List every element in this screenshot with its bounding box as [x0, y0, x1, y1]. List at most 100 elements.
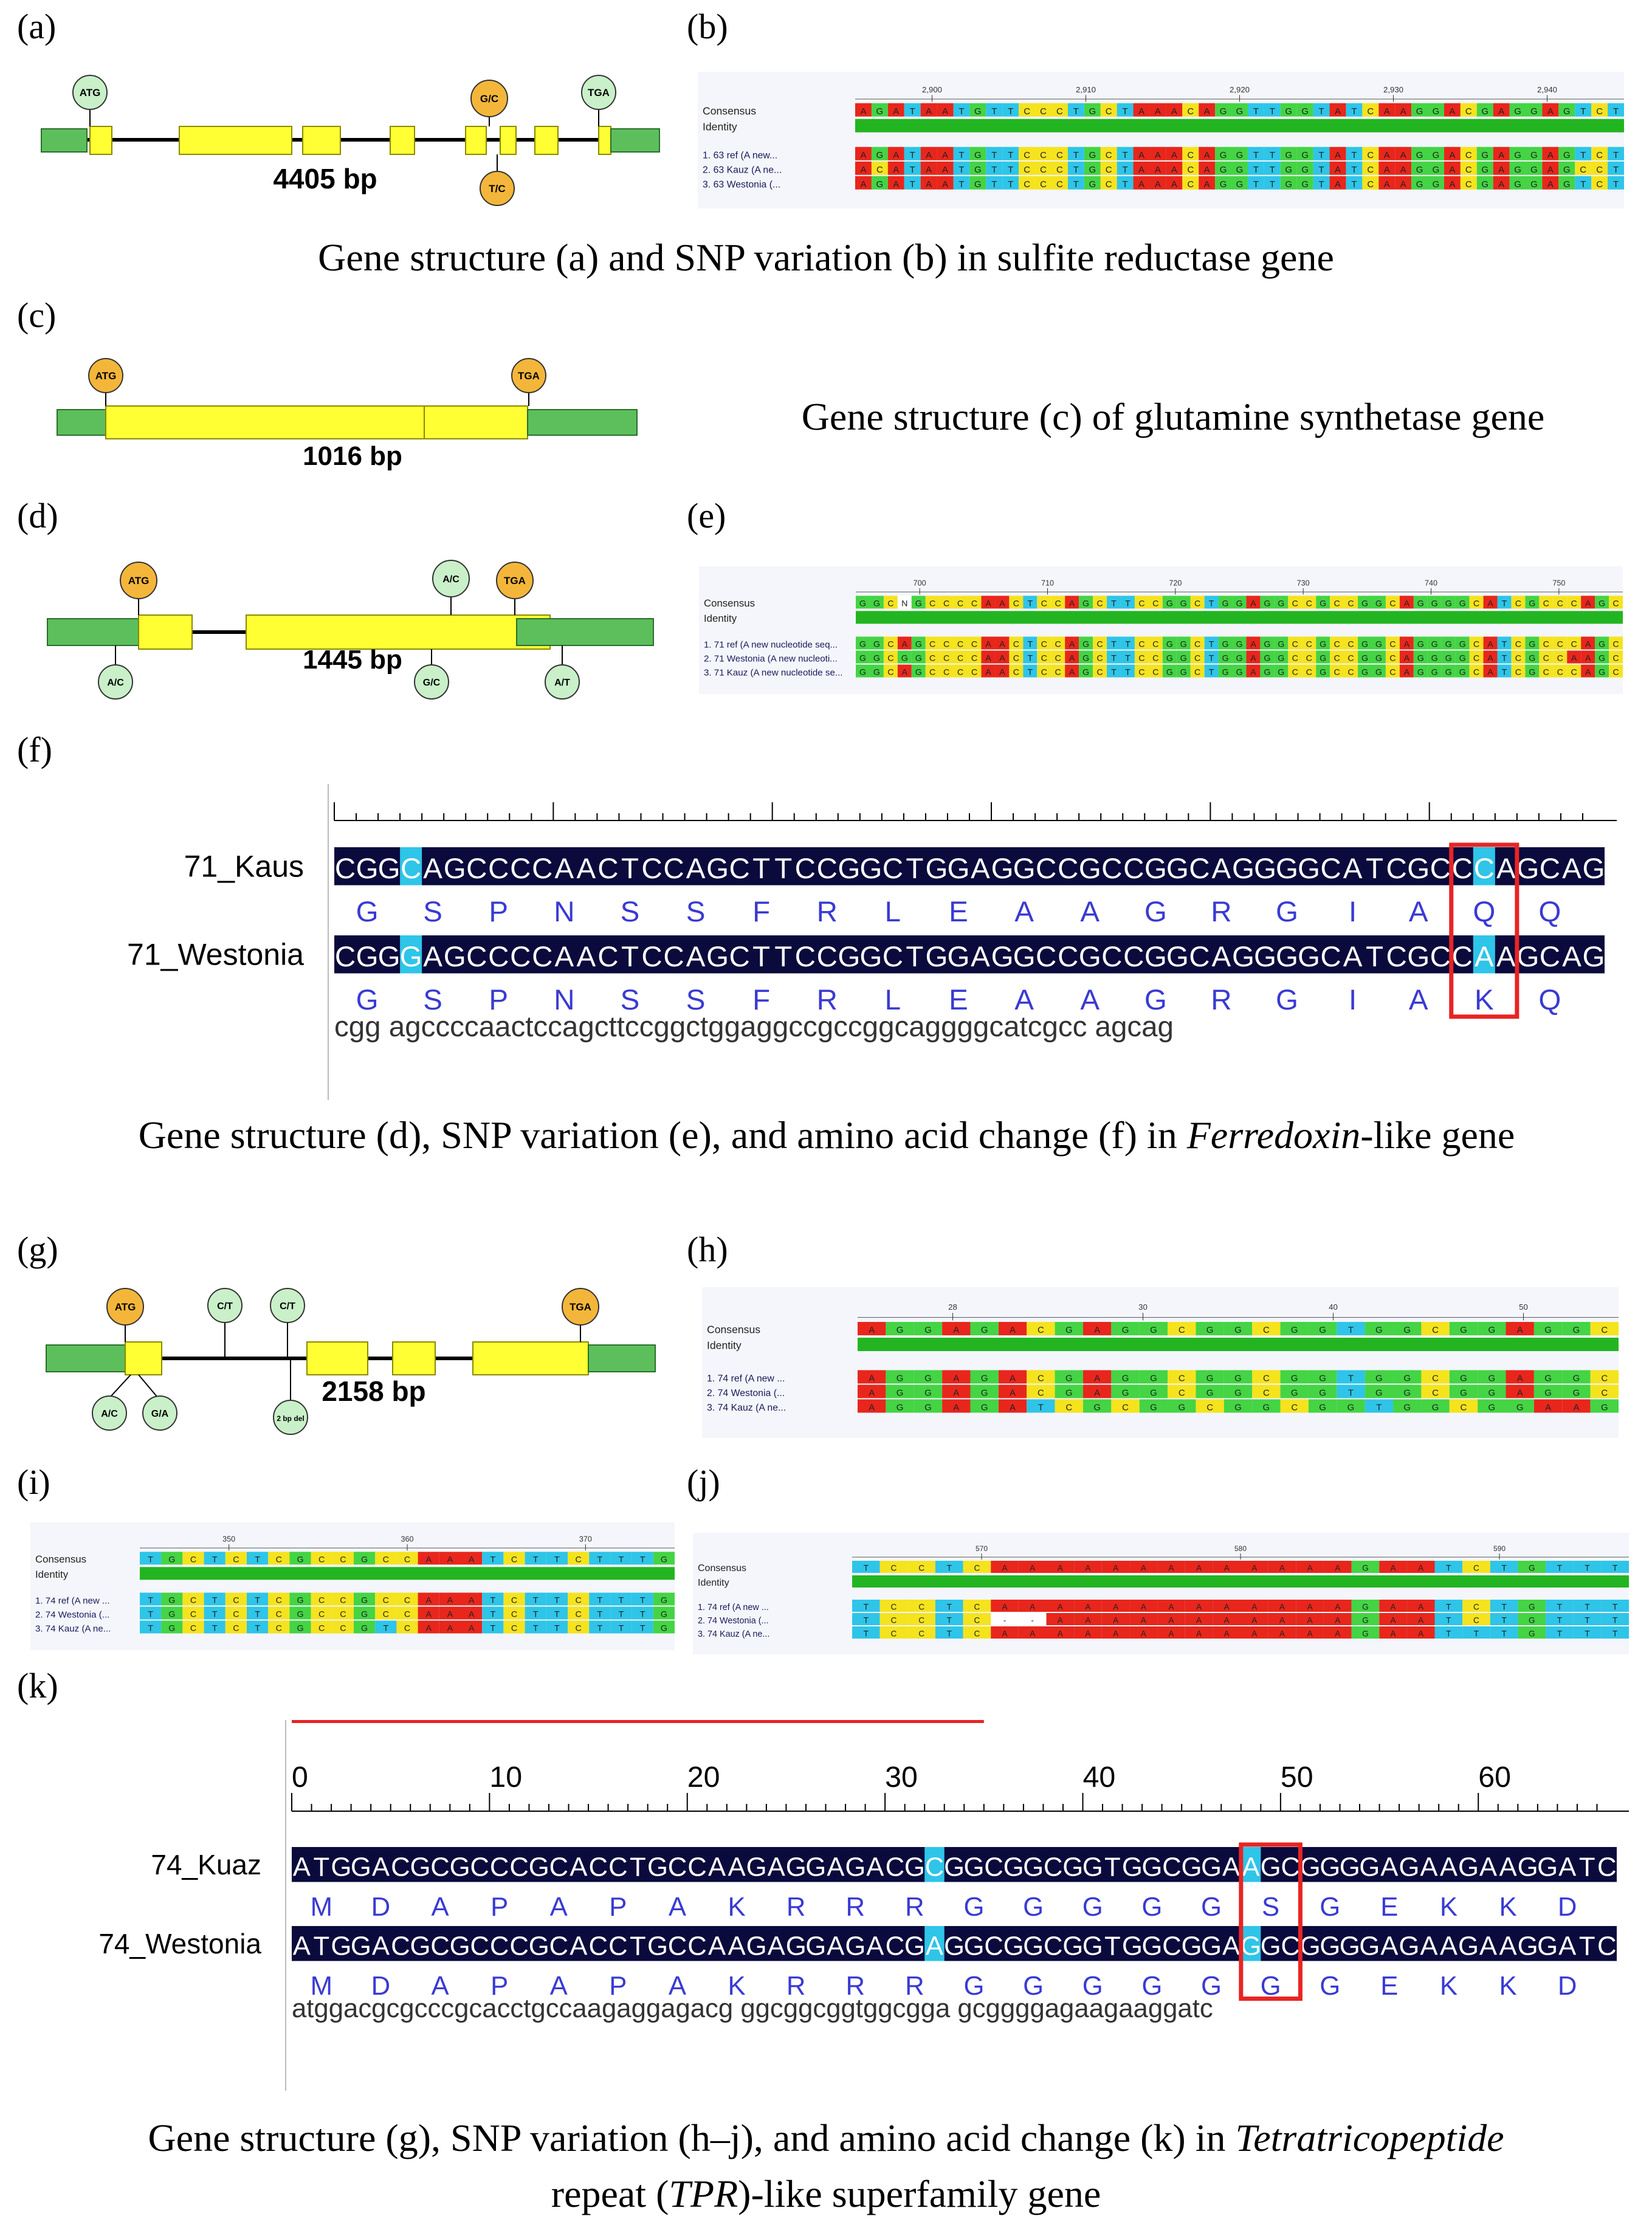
sequence-base-letter: T	[1209, 654, 1214, 664]
sequence-base-letter: G	[1417, 654, 1424, 664]
consensus-base-letter: C	[1292, 599, 1298, 609]
dna-base: A	[1212, 853, 1231, 885]
dna-base: G	[1144, 941, 1167, 973]
sequence-base-letter: G	[1264, 640, 1270, 650]
sequence-base-letter: C	[1389, 654, 1396, 664]
consensus-base	[1149, 103, 1166, 117]
dna-base: G	[1359, 1931, 1380, 1961]
sequence-base-letter: C	[1465, 179, 1472, 190]
amino-acid: A	[550, 1971, 568, 2001]
panel-label-h: (h)	[687, 1230, 728, 1269]
sequence-base	[1213, 1613, 1241, 1625]
dna-base: T	[752, 941, 770, 973]
sequence-base	[1542, 146, 1559, 160]
sequence-base	[610, 1606, 632, 1620]
sequence-base	[1046, 1626, 1075, 1639]
consensus-base	[897, 596, 912, 609]
amino-acid: K	[1499, 1971, 1516, 2001]
ruler-tick-label: 40	[1082, 1761, 1115, 1794]
amino-acid: S	[423, 896, 442, 928]
sequence-base	[1148, 636, 1163, 650]
sequence-base	[204, 1592, 225, 1606]
sequence-base	[911, 636, 926, 650]
dna-base: A	[1222, 1852, 1241, 1882]
sequence-base	[1268, 1613, 1296, 1625]
sequence-base	[969, 176, 986, 190]
sequence-base	[1558, 176, 1575, 190]
consensus-base	[904, 103, 921, 117]
sequence-base-letter: A	[1384, 150, 1390, 160]
consensus-base	[1055, 1322, 1083, 1336]
dna-base: C	[668, 1931, 687, 1961]
sequence-base-letter: T	[1123, 150, 1128, 160]
amino-acid: G	[1023, 1892, 1044, 1922]
sequence-base-letter: T	[1348, 1373, 1354, 1383]
sequence-base	[1434, 1626, 1463, 1639]
amino-acid: A	[431, 1892, 449, 1922]
sequence-base-letter: C	[1096, 654, 1103, 664]
consensus-base	[1365, 1322, 1394, 1336]
sequence-base-letter: A	[1390, 1602, 1396, 1611]
sequence-base-letter: A	[1113, 1602, 1119, 1611]
sequence-base-letter: C	[575, 1596, 581, 1606]
dna-base: T	[774, 853, 792, 885]
sequence-base-letter: C	[511, 1624, 517, 1634]
consensus-base-letter: C	[1543, 599, 1549, 609]
sequence-base-letter: A	[999, 654, 1005, 664]
sequence-base-letter: T	[212, 1624, 218, 1634]
sequence-base	[939, 650, 954, 664]
sequence-base-letter: T	[1027, 654, 1033, 664]
sequence-base	[1074, 1600, 1102, 1612]
consensus-base	[1346, 103, 1363, 117]
amino-acid: G	[1082, 1971, 1103, 2001]
identity-label: Identity	[704, 613, 737, 624]
consensus-base	[482, 1552, 504, 1565]
sequence-base	[1074, 1626, 1102, 1639]
sequence-base-letter: C	[1334, 668, 1340, 678]
sequence-base	[1168, 1385, 1196, 1398]
sequence-base	[887, 176, 904, 190]
consensus-base-letter: A	[1498, 106, 1504, 117]
sequence-base	[1525, 650, 1540, 664]
sequence-base-letter: C	[974, 1602, 980, 1611]
consensus-base-letter: A	[1585, 599, 1591, 609]
sequence-base	[1027, 1399, 1055, 1413]
sequence-base	[1575, 146, 1592, 160]
dna-base: G	[1122, 1931, 1143, 1961]
sequence-base-letter: G	[1361, 640, 1368, 650]
consensus-base-letter: G	[168, 1555, 175, 1565]
amino-acid: M	[311, 1971, 332, 2001]
sequence-base	[1027, 1385, 1055, 1398]
sequence-base-letter: A	[469, 1596, 475, 1606]
sequence-base-letter: G	[1563, 179, 1571, 190]
dna-base: G	[1407, 941, 1430, 973]
consensus-base-letter: G	[876, 106, 884, 117]
sequence-base	[963, 1626, 991, 1639]
sequence-base	[1411, 161, 1428, 175]
sequence-base	[1511, 664, 1526, 678]
sequence-base-letter: A	[1141, 1602, 1147, 1611]
sequence-base-letter: A	[1204, 165, 1210, 175]
consensus-base	[1218, 596, 1233, 609]
sequence-base	[1231, 161, 1248, 175]
consensus-base	[887, 103, 904, 117]
consensus-base-letter: A	[1171, 106, 1177, 117]
sequence-base-letter: A	[1449, 179, 1455, 190]
sequence-base-letter: G	[1089, 165, 1096, 175]
consensus-base-letter: A	[1251, 1563, 1258, 1572]
snp-a-2: T/C	[489, 183, 505, 194]
dna-base: C	[925, 1852, 945, 1882]
snp-g-2: C/T	[280, 1301, 295, 1312]
consensus-base	[1590, 1322, 1619, 1336]
sequence-base-letter: G	[1180, 640, 1187, 650]
consensus-label: Consensus	[707, 1324, 760, 1336]
consensus-base-letter: T	[947, 1563, 952, 1572]
identity-label: Identity	[707, 1340, 742, 1352]
consensus-base-letter: T	[1008, 106, 1013, 117]
sequence-base	[1224, 1370, 1253, 1384]
consensus-base	[1421, 1322, 1450, 1336]
dna-base: C	[795, 941, 816, 973]
sequence-base-letter: G	[661, 1610, 667, 1620]
consensus-base-letter: G	[1285, 106, 1292, 117]
sequence-base-letter: C	[1056, 165, 1063, 175]
